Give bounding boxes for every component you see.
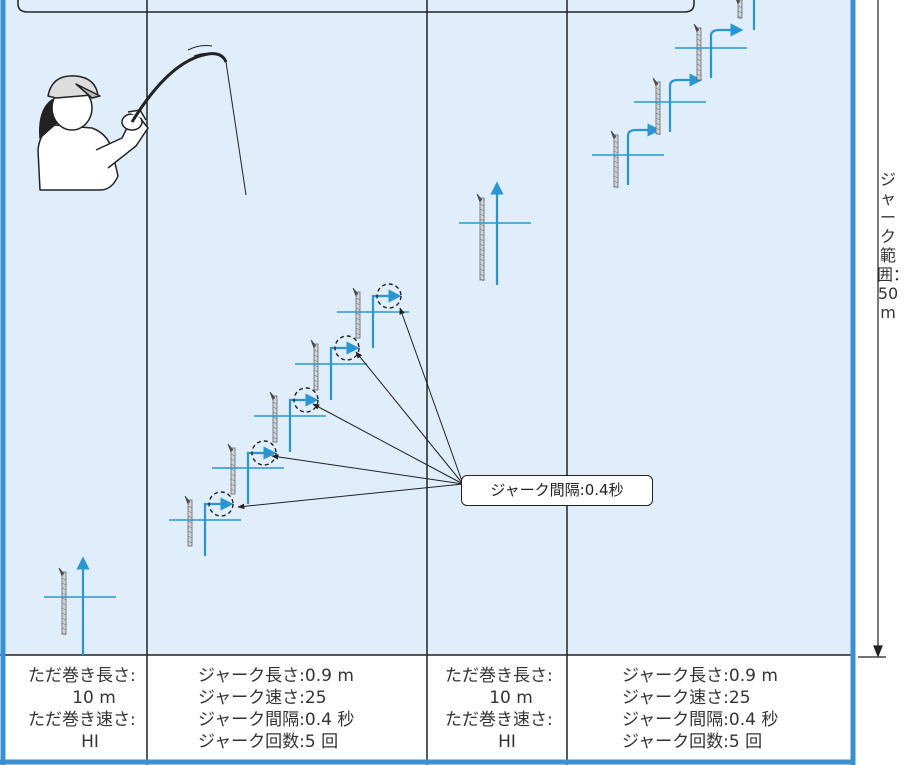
leader-line (355, 351, 464, 485)
leader-line (271, 454, 464, 485)
jerk-interval-callout: ジャーク間隔:0.4秒 (461, 475, 653, 506)
jerk-highlight-circle (208, 491, 234, 517)
range-bracket (858, 0, 886, 658)
leader-line (312, 403, 464, 485)
param-line: HI (498, 732, 516, 752)
move-arrow-icon (626, 123, 661, 185)
leader-line (237, 483, 464, 510)
move-arrow-icon (288, 393, 319, 452)
title-box-edge (17, 0, 695, 13)
param-line: ただ巻き速さ: (445, 710, 553, 730)
jerk-range-label: ジャーク範囲：50 m (877, 170, 910, 322)
param-line: ジャーク長さ:0.9 m (622, 666, 778, 686)
lure-icon (736, 0, 743, 19)
leader-line (399, 307, 464, 485)
lure-icon (184, 495, 193, 547)
param-line: ただ巻き長さ: (28, 666, 136, 686)
lure-icon (310, 339, 319, 391)
jerk-highlight-circle (334, 335, 360, 361)
section-1-params: ただ巻き長さ: 10 m ただ巻き速さ: HI (28, 665, 146, 753)
lure-icon (269, 391, 278, 443)
param-line: ただ巻き速さ: (28, 710, 136, 730)
jerk-highlight-circle (251, 440, 277, 466)
section-4-params: ジャーク長さ:0.9 m ジャーク速さ:25 ジャーク間隔:0.4 秒 ジャーク… (622, 665, 847, 753)
move-arrow-icon (246, 446, 277, 504)
move-arrow-icon (371, 289, 402, 348)
param-line: ジャーク回数:5 回 (198, 732, 339, 752)
lure-icon (58, 567, 67, 636)
move-arrow-icon (668, 73, 703, 132)
outer-frame (0, 0, 856, 765)
move-arrow-icon (329, 341, 360, 400)
section-2-params: ジャーク長さ:0.9 m ジャーク速さ:25 ジャーク間隔:0.4 秒 ジャーク… (198, 665, 423, 753)
lure-icon (476, 193, 485, 282)
lure-icon (610, 130, 619, 189)
param-line: ジャーク回数:5 回 (622, 732, 763, 752)
lure-icon (693, 23, 702, 82)
param-line: ジャーク長さ:0.9 m (198, 666, 354, 686)
lure-markers (44, 0, 756, 655)
lure-icon (352, 287, 361, 339)
param-line: ただ巻き長さ: (445, 666, 553, 686)
param-line: ジャーク間隔:0.4 秒 (622, 710, 779, 730)
jerk-highlight-circle (376, 283, 402, 309)
param-line: ジャーク速さ:25 (198, 688, 327, 708)
section-3-params: ただ巻き長さ: 10 m ただ巻き速さ: HI (445, 665, 563, 753)
lure-icon (227, 443, 236, 495)
param-line: 10 m (489, 688, 533, 708)
param-line: HI (81, 732, 99, 752)
param-line: ジャーク間隔:0.4 秒 (198, 710, 355, 730)
callout-leaders (237, 307, 464, 510)
move-arrow-icon (203, 497, 234, 556)
jerk-highlight-circle (293, 387, 319, 413)
fishing-rod-icon (130, 45, 247, 196)
lure-icon (652, 77, 661, 136)
param-line: 10 m (72, 688, 116, 708)
move-arrow-icon (709, 23, 744, 78)
param-line: ジャーク速さ:25 (622, 688, 751, 708)
